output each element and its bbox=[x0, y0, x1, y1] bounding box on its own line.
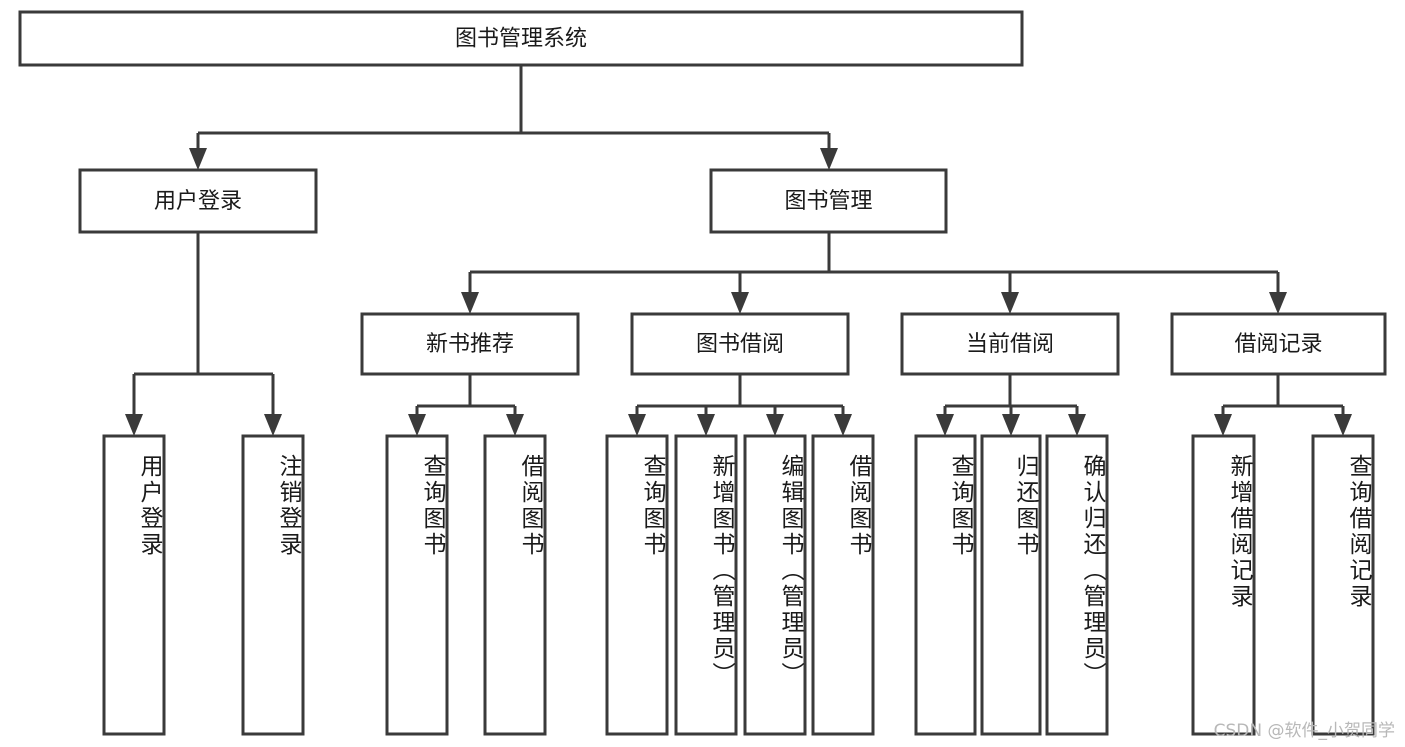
node-label-user-login: 用户登录 bbox=[154, 189, 242, 214]
group-3-to-leaves-arrow-icon-0 bbox=[1214, 414, 1232, 436]
node-label-new-book-recommend: 新书推荐 bbox=[426, 332, 514, 357]
node-box-leaf-borrow-book-1[interactable] bbox=[483, 434, 547, 736]
management-to-level3-arrow-icon-0 bbox=[461, 292, 479, 314]
node-label-book-borrow: 图书借阅 bbox=[696, 332, 784, 357]
group-1-to-leaves-arrow-icon-0 bbox=[628, 414, 646, 436]
node-box-leaf-edit-book[interactable] bbox=[743, 434, 807, 736]
group-0-to-leaves-arrow-icon-1 bbox=[506, 414, 524, 436]
node-box-leaf-add-borrow-record[interactable] bbox=[1191, 434, 1256, 736]
node-box-new-book-recommend[interactable] bbox=[360, 312, 580, 376]
node-box-leaf-return-book[interactable] bbox=[980, 434, 1042, 736]
node-box-root[interactable] bbox=[18, 10, 1024, 67]
node-label-current-borrow: 当前借阅 bbox=[966, 332, 1054, 357]
node-box-leaf-query-book-3[interactable] bbox=[914, 434, 977, 736]
user-login-to-leaves-arrow-icon-0 bbox=[125, 414, 143, 436]
group-2-to-leaves-arrow-icon-2 bbox=[1068, 414, 1086, 436]
node-box-leaf-add-book[interactable] bbox=[674, 434, 738, 736]
node-box-user-login[interactable] bbox=[78, 168, 318, 234]
root-to-level2-arrow-icon-1 bbox=[820, 148, 838, 170]
group-1-to-leaves-arrow-icon-3 bbox=[834, 414, 852, 436]
management-to-level3-arrow-icon-2 bbox=[1001, 292, 1019, 314]
group-1-to-leaves-arrow-icon-2 bbox=[766, 414, 784, 436]
node-box-leaf-confirm-return[interactable] bbox=[1045, 434, 1109, 736]
node-box-book-management[interactable] bbox=[709, 168, 948, 234]
watermark: CSDN @软件_小贺同学 bbox=[1213, 721, 1395, 741]
node-box-leaf-user-logout[interactable] bbox=[241, 434, 305, 736]
group-2-to-leaves-arrow-icon-1 bbox=[1002, 414, 1020, 436]
boxes-layer bbox=[18, 10, 1387, 736]
node-box-borrow-record[interactable] bbox=[1170, 312, 1387, 376]
group-2-to-leaves-arrow-icon-0 bbox=[936, 414, 954, 436]
user-login-to-leaves-arrow-icon-1 bbox=[264, 414, 282, 436]
node-box-book-borrow[interactable] bbox=[630, 312, 850, 376]
node-label-book-management: 图书管理 bbox=[784, 189, 872, 214]
management-to-level3-arrow-icon-3 bbox=[1269, 292, 1287, 314]
connectors-layer bbox=[125, 65, 1352, 436]
node-box-current-borrow[interactable] bbox=[900, 312, 1120, 376]
group-3-to-leaves-arrow-icon-1 bbox=[1334, 414, 1352, 436]
node-label-root: 图书管理系统 bbox=[455, 27, 587, 52]
node-box-leaf-query-borrow-record[interactable] bbox=[1311, 434, 1375, 736]
group-1-to-leaves-arrow-icon-1 bbox=[697, 414, 715, 436]
node-box-leaf-user-login[interactable] bbox=[102, 434, 166, 736]
root-to-level2-arrow-icon-0 bbox=[189, 148, 207, 170]
node-box-leaf-query-book-2[interactable] bbox=[605, 434, 669, 736]
node-label-borrow-record: 借阅记录 bbox=[1234, 332, 1322, 357]
node-box-leaf-query-book-1[interactable] bbox=[385, 434, 449, 736]
group-0-to-leaves-arrow-icon-0 bbox=[408, 414, 426, 436]
node-box-leaf-borrow-book-2[interactable] bbox=[811, 434, 875, 736]
management-to-level3-arrow-icon-1 bbox=[731, 292, 749, 314]
